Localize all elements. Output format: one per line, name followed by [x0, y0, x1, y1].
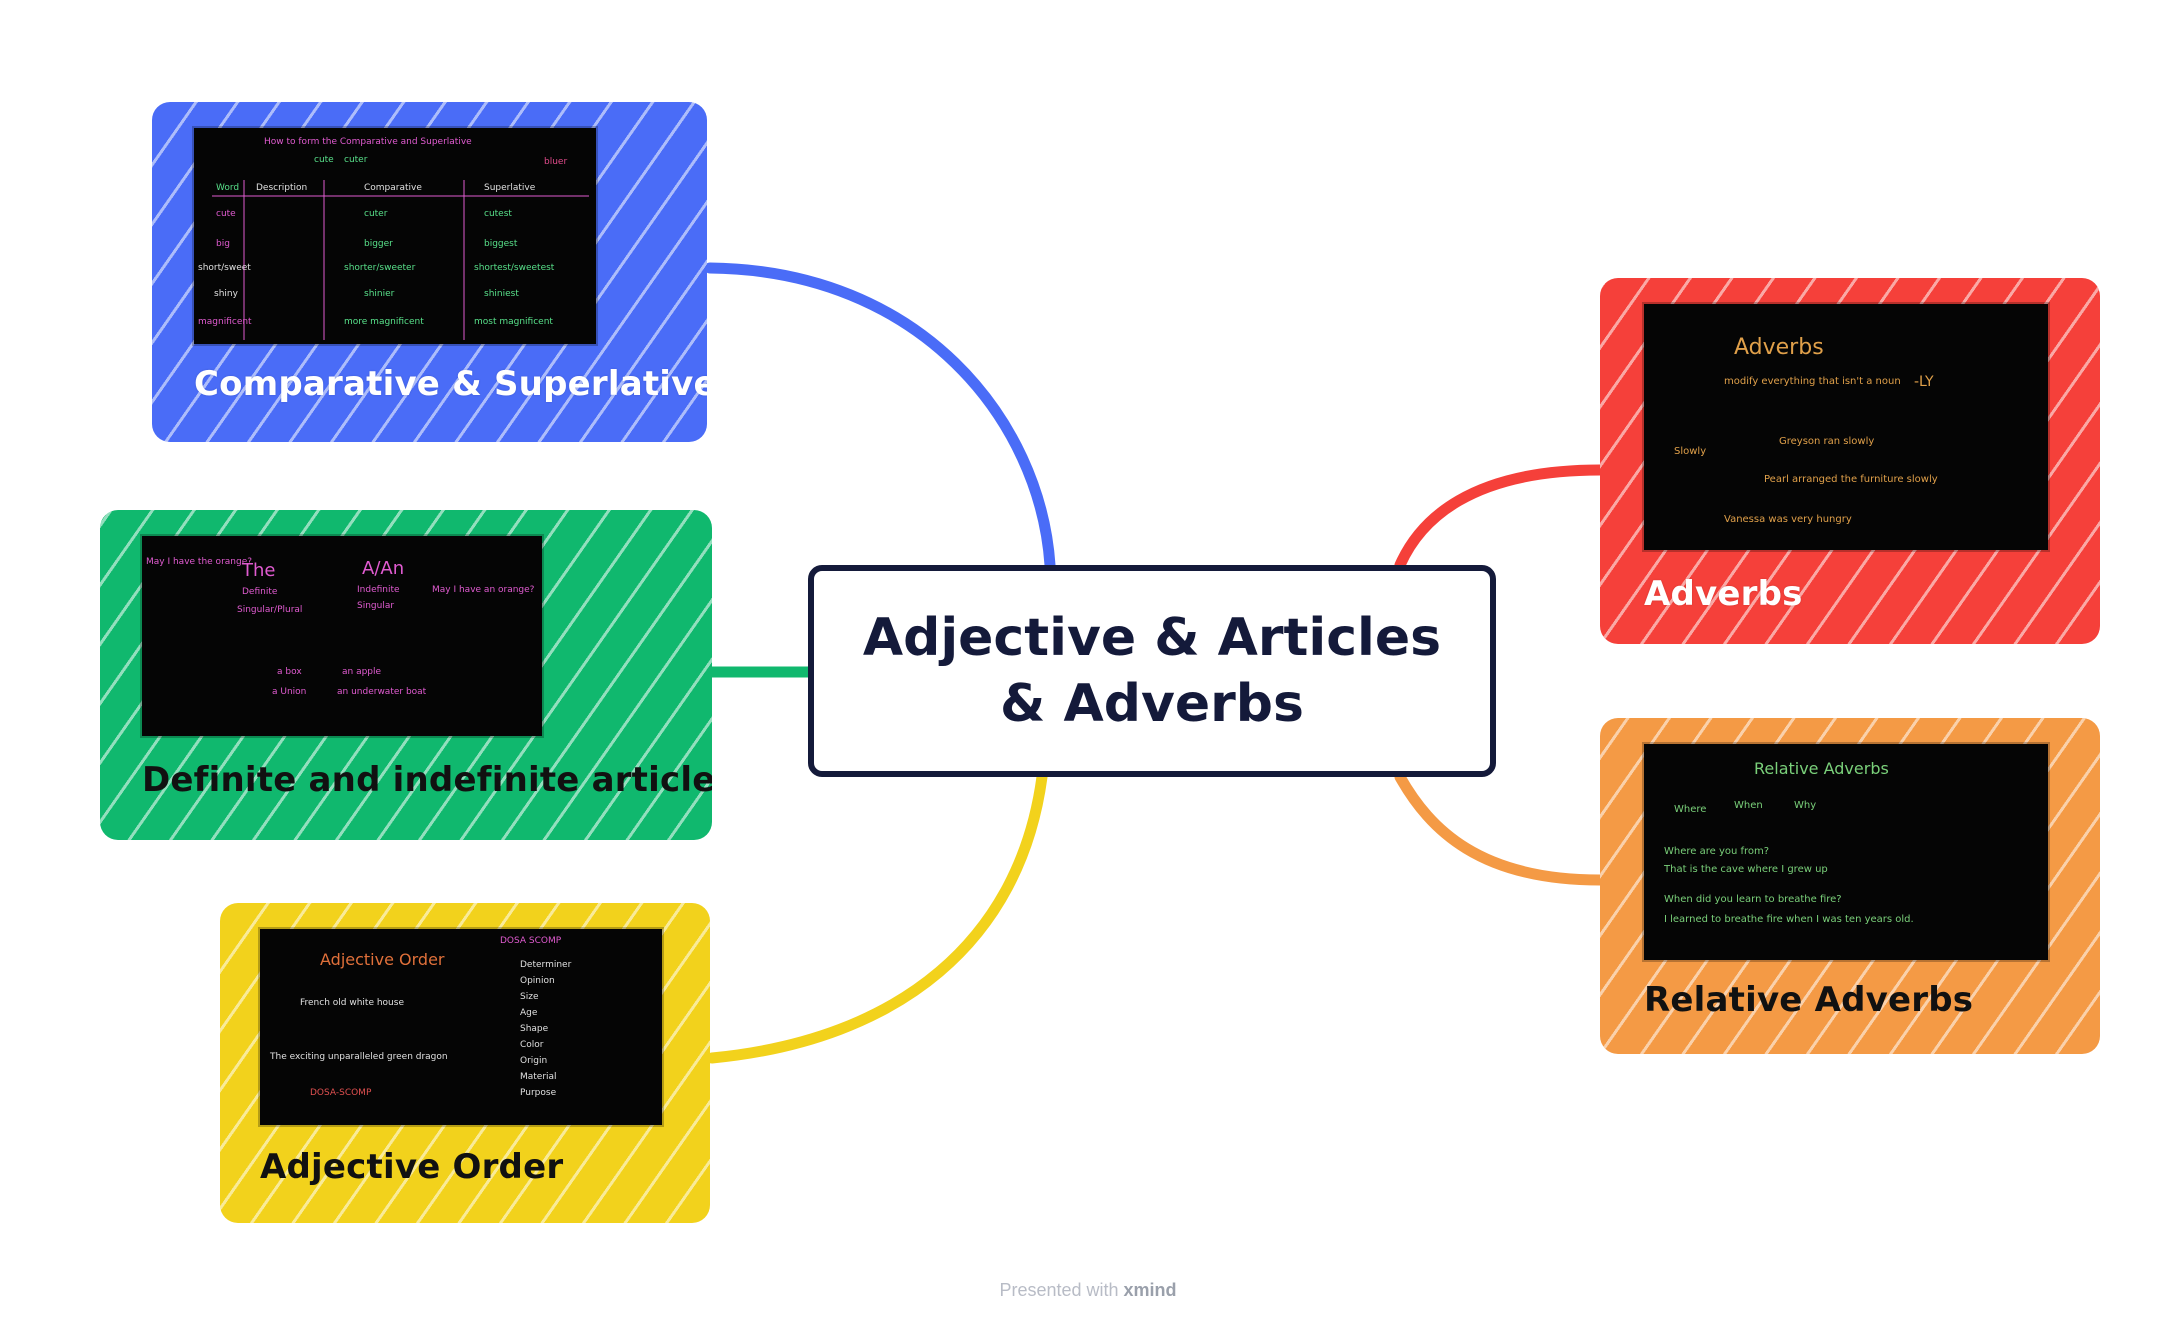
- board-note: Shape: [520, 1024, 549, 1034]
- presented-with-footer: Presented with xmind: [0, 1280, 2176, 1301]
- topic-label: Relative Adverbs: [1644, 980, 1974, 1020]
- board-note: magnificent: [198, 317, 252, 327]
- board-note: most magnificent: [474, 317, 553, 327]
- comparative-board-image: How to form the Comparative and Superlat…: [194, 128, 596, 344]
- board-note: a Union: [272, 687, 306, 697]
- topic-relative[interactable]: Relative Adverbs Where When Why Where ar…: [1600, 718, 2100, 1054]
- adverbs-board-image: Adverbs modify everything that isn't a n…: [1644, 304, 2048, 550]
- central-topic-line-1: Adjective & Articles: [862, 608, 1442, 668]
- board-note: more magnificent: [344, 317, 424, 327]
- board-note: Pearl arranged the furniture slowly: [1764, 474, 1938, 485]
- board-note: an underwater boat: [337, 687, 427, 697]
- board-note: Why: [1794, 800, 1816, 811]
- board-note: Singular/Plural: [237, 605, 302, 615]
- board-note: When: [1734, 800, 1763, 811]
- order-board-image: Adjective Order DOSA SCOMP French old wh…: [260, 929, 662, 1125]
- board-note: cute: [314, 155, 334, 165]
- board-note: The: [241, 560, 275, 581]
- board-note: cute: [216, 209, 236, 219]
- board-note: biggest: [484, 239, 518, 249]
- board-note: Greyson ran slowly: [1779, 436, 1874, 447]
- board-note: shorter/sweeter: [344, 263, 416, 273]
- branch-comparative: [704, 262, 1056, 571]
- board-note: Slowly: [1674, 446, 1706, 457]
- board-note: modify everything that isn't a noun: [1724, 376, 1901, 387]
- board-note: Origin: [520, 1056, 547, 1066]
- articles-board-drawing: May I have the orange? The Definite Sing…: [146, 557, 535, 697]
- board-note: When did you learn to breathe fire?: [1664, 894, 1842, 905]
- board-note: cuter: [364, 209, 388, 219]
- board-note: The exciting unparalleled green dragon: [269, 1052, 448, 1062]
- board-note: Relative Adverbs: [1754, 759, 1889, 778]
- board-note: Adjective Order: [320, 950, 445, 969]
- board-note: Word: [216, 183, 239, 193]
- board-note: Description: [256, 183, 307, 193]
- board-note: bigger: [364, 239, 393, 249]
- board-note: shiny: [214, 289, 239, 299]
- board-note: French old white house: [300, 998, 404, 1008]
- branch-adverbs: [1394, 464, 1606, 571]
- footer-prefix: Presented with: [999, 1280, 1119, 1300]
- board-note: Indefinite: [357, 585, 400, 595]
- board-note: Where: [1674, 804, 1706, 815]
- board-note: DOSA SCOMP: [500, 936, 562, 946]
- board-note: Color: [520, 1040, 544, 1050]
- board-note: Definite: [242, 587, 278, 597]
- board-note: May I have an orange?: [432, 585, 535, 595]
- board-note: May I have the orange?: [146, 557, 252, 567]
- board-note: Where are you from?: [1664, 846, 1769, 857]
- articles-board-image: May I have the orange? The Definite Sing…: [142, 536, 542, 736]
- topic-label: Comparative & Superlative: [194, 364, 707, 404]
- board-note: big: [216, 239, 230, 249]
- board-note: -LY: [1914, 374, 1934, 390]
- central-topic[interactable]: Adjective & Articles & Adverbs: [808, 565, 1496, 777]
- board-note: How to form the Comparative and Superlat…: [264, 137, 472, 147]
- board-note: A/An: [362, 558, 404, 579]
- topic-order[interactable]: Adjective Order DOSA SCOMP French old wh…: [220, 903, 710, 1223]
- board-note: DOSA-SCOMP: [310, 1088, 372, 1098]
- topic-comparative[interactable]: How to form the Comparative and Superlat…: [152, 102, 707, 442]
- relative-board-image: Relative Adverbs Where When Why Where ar…: [1644, 744, 2048, 960]
- order-board-drawing: Adjective Order DOSA SCOMP French old wh…: [269, 936, 572, 1098]
- branch-order: [706, 771, 1048, 1064]
- adverbs-board-drawing: Adverbs modify everything that isn't a n…: [1674, 335, 1938, 525]
- board-note: shiniest: [484, 289, 519, 299]
- relative-board-drawing: Relative Adverbs Where When Why Where ar…: [1663, 759, 1914, 925]
- board-note: Material: [520, 1072, 557, 1082]
- board-note: Superlative: [484, 183, 536, 193]
- board-note: cutest: [484, 209, 512, 219]
- board-note: Age: [520, 1008, 538, 1018]
- board-note: Size: [520, 992, 539, 1002]
- board-note: Purpose: [520, 1088, 557, 1098]
- topic-label: Definite and indefinite article: [142, 760, 712, 800]
- board-note: That is the cave where I grew up: [1663, 864, 1828, 875]
- topic-label: Adverbs: [1644, 574, 1803, 614]
- branch-relative: [1394, 771, 1606, 886]
- comparative-board-drawing: How to form the Comparative and Superlat…: [198, 137, 589, 340]
- board-note: bluer: [544, 157, 567, 167]
- board-note: Vanessa was very hungry: [1724, 514, 1852, 525]
- board-note: Determiner: [520, 960, 572, 970]
- board-note: I learned to breathe fire when I was ten…: [1664, 914, 1914, 925]
- board-note: a box: [277, 667, 302, 677]
- board-note: an apple: [342, 667, 382, 677]
- board-note: Adverbs: [1734, 335, 1824, 360]
- board-note: Comparative: [364, 183, 422, 193]
- board-note: short/sweet: [198, 263, 251, 273]
- topic-adverbs[interactable]: Adverbs modify everything that isn't a n…: [1600, 278, 2100, 644]
- topic-label: Adjective Order: [260, 1147, 564, 1187]
- xmind-brand: xmind: [1123, 1280, 1177, 1300]
- board-note: shortest/sweetest: [474, 263, 555, 273]
- board-note: Opinion: [520, 976, 555, 986]
- central-topic-line-2: & Adverbs: [1000, 674, 1304, 734]
- topic-articles[interactable]: May I have the orange? The Definite Sing…: [100, 510, 712, 840]
- board-note: Singular: [357, 601, 394, 611]
- board-note: cuter: [344, 155, 368, 165]
- board-note: shinier: [364, 289, 395, 299]
